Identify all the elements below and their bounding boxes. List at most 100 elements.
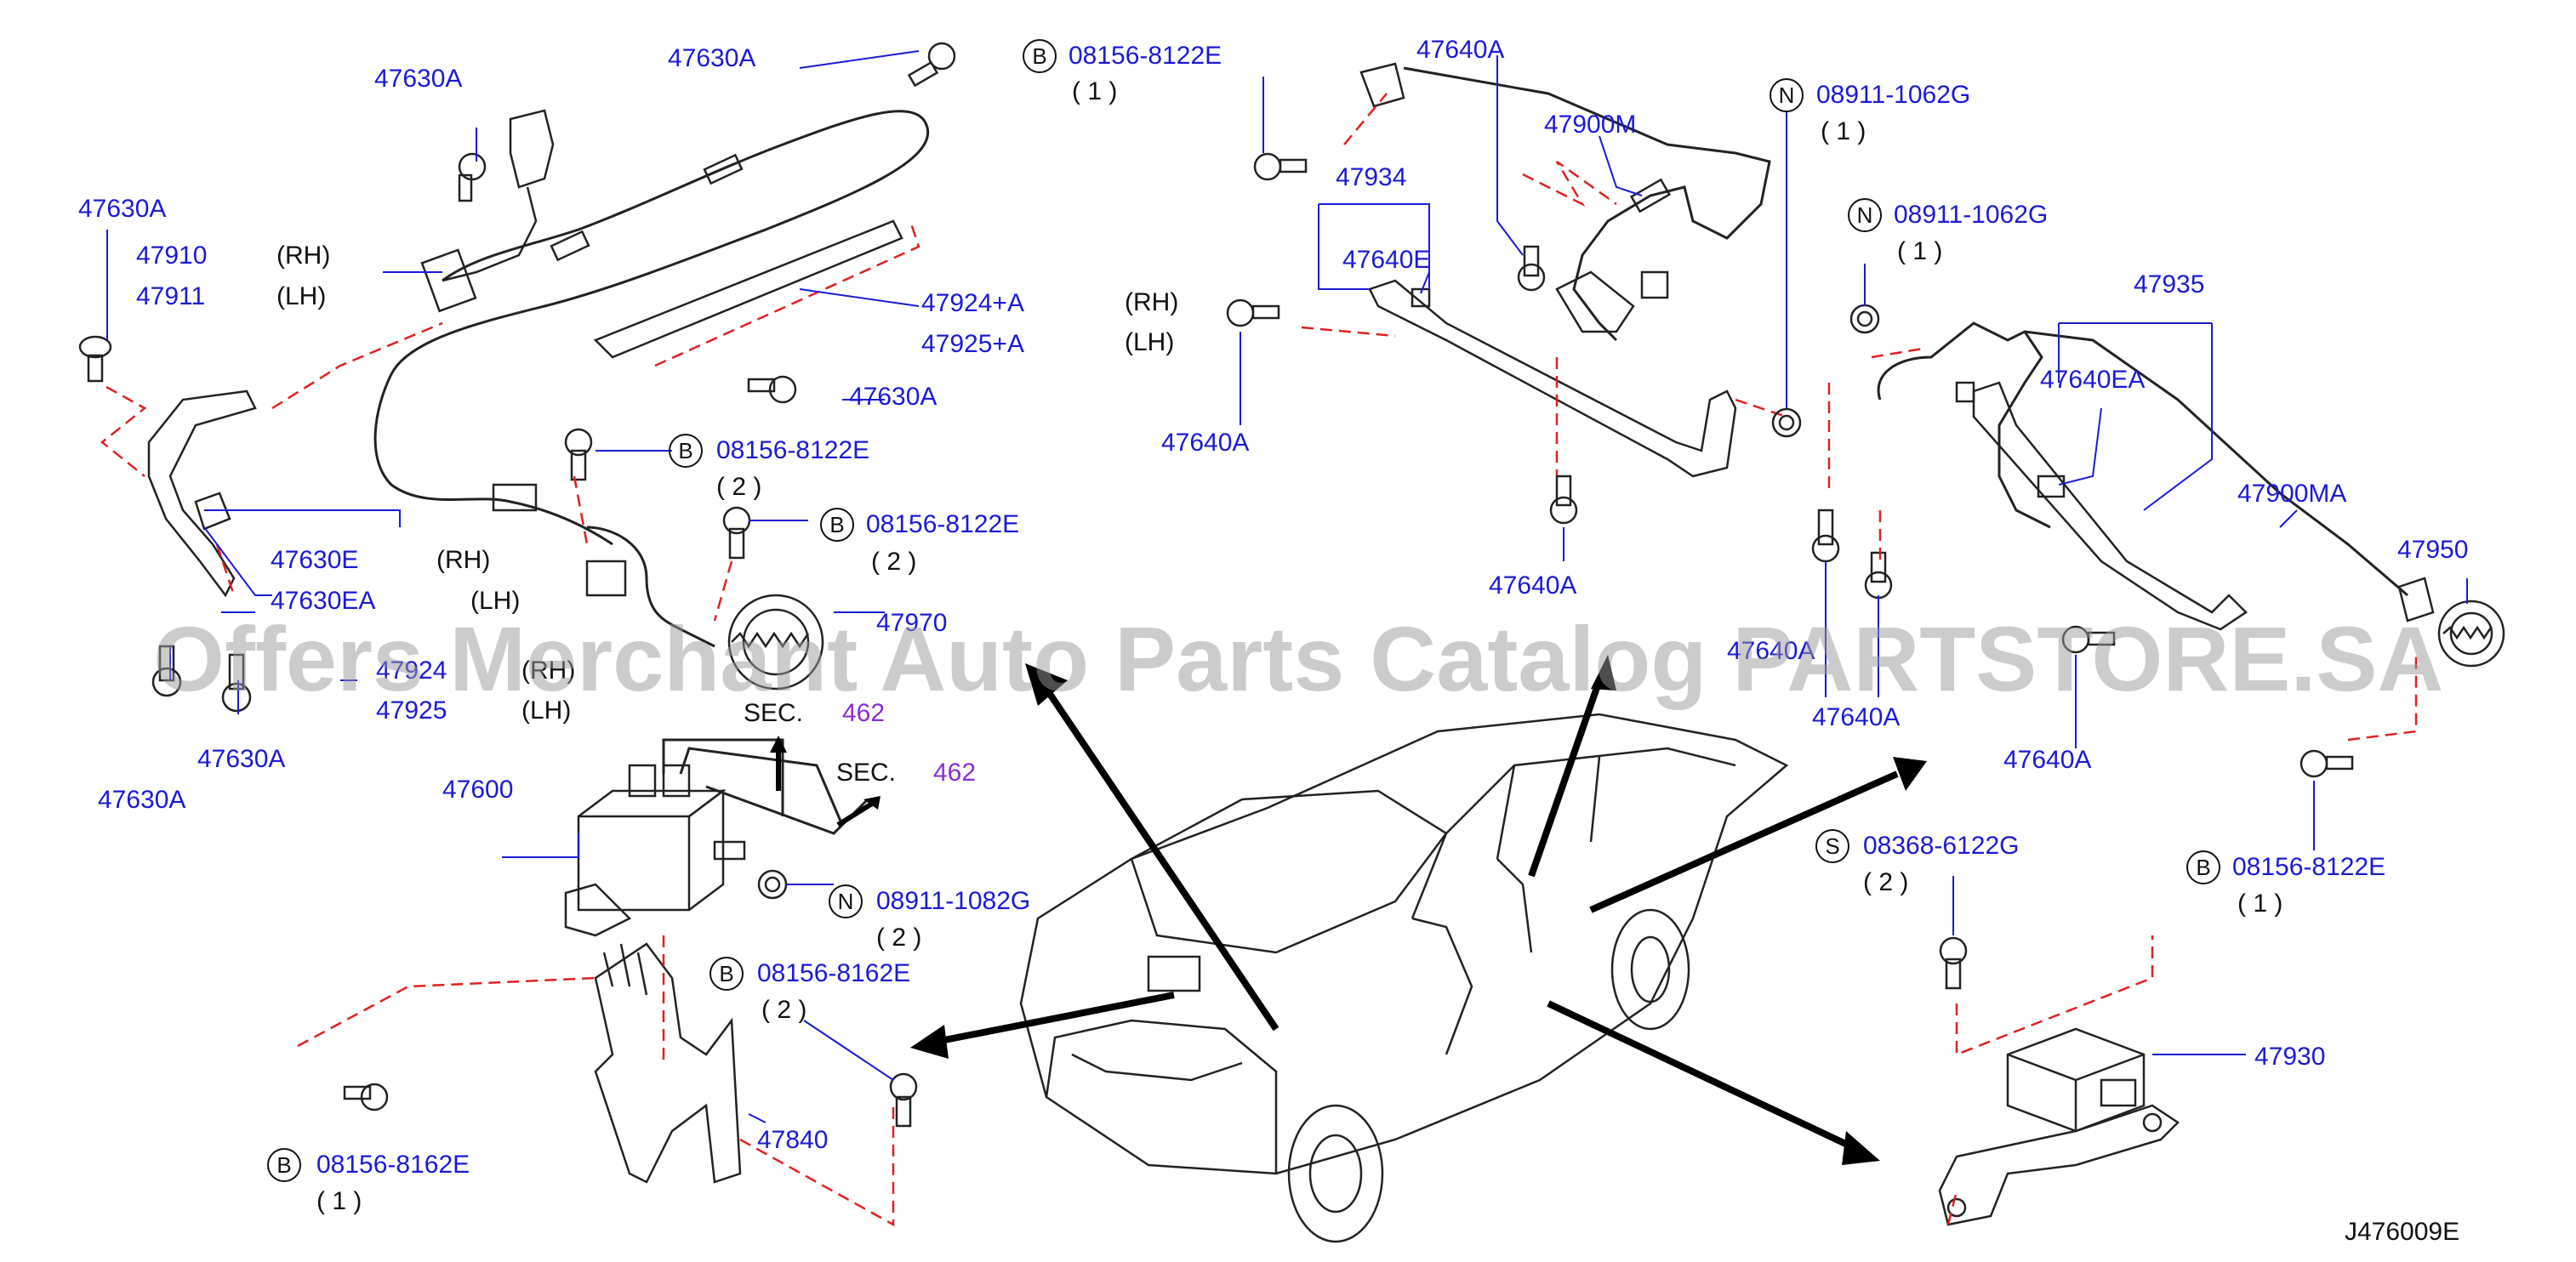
label-rh: (RH) bbox=[1125, 288, 1178, 316]
callout-quantity: ( 1 ) bbox=[1821, 117, 1866, 145]
label-47640A: 47640A bbox=[2003, 746, 2091, 774]
label-lh: (LH) bbox=[1125, 328, 1174, 356]
label-47640EA: 47640EA bbox=[2040, 366, 2145, 394]
label-47924: 47924 bbox=[376, 657, 447, 685]
bolt-icon bbox=[1549, 475, 1578, 525]
bolt-icon bbox=[2061, 625, 2116, 654]
label-rh: (RH) bbox=[276, 242, 330, 270]
callout-letter: S bbox=[1825, 833, 1839, 859]
nut-icon bbox=[1771, 407, 1802, 438]
sec-label: SEC. bbox=[744, 699, 803, 727]
sec-number: 462 bbox=[842, 699, 885, 727]
label-47630A: 47630A bbox=[78, 195, 166, 223]
callout-quantity: ( 1 ) bbox=[1897, 237, 1942, 265]
callout-letter: B bbox=[829, 512, 844, 537]
fastener-callouts: B 08156-8122E ( 1 ) B 08156-8122E ( 2 ) … bbox=[267, 39, 2385, 1215]
bolt-icon bbox=[2300, 749, 2354, 778]
callout-quantity: ( 1 ) bbox=[1072, 77, 1117, 105]
g-sensor-group bbox=[1938, 876, 2246, 1226]
bolt-icon bbox=[1517, 245, 1546, 292]
callout-letter: B bbox=[719, 961, 733, 986]
label-47630E: 47630E bbox=[271, 546, 358, 574]
diagram-id: J476009E bbox=[2345, 1218, 2459, 1246]
label-47900M: 47900M bbox=[1544, 111, 1636, 139]
label-47911: 47911 bbox=[136, 282, 205, 310]
label-47640A: 47640A bbox=[1812, 703, 1900, 731]
nut-icon bbox=[757, 869, 788, 900]
bolt-icon bbox=[458, 152, 487, 202]
bolt-icon bbox=[151, 645, 182, 697]
callout-quantity: ( 2 ) bbox=[871, 548, 916, 576]
rear-sensor-wire-rh bbox=[1403, 66, 1771, 342]
indicator-arrows bbox=[910, 655, 1927, 1165]
callout-part-number: 08156-8162E bbox=[316, 1151, 470, 1179]
callout-letter: N bbox=[1779, 82, 1795, 108]
sec-number: 462 bbox=[933, 759, 976, 787]
callout-letter: B bbox=[276, 1152, 291, 1178]
bolt-icon bbox=[78, 335, 112, 383]
callout-part-number: 08911-1082G bbox=[876, 887, 1030, 915]
part-labels: 47630A 47630A 47630A 47910 (RH) 47911 (L… bbox=[78, 36, 2468, 1154]
bolt-icon bbox=[1811, 509, 1840, 563]
label-lh: (LH) bbox=[470, 587, 520, 615]
sec-arrow-right bbox=[836, 801, 874, 827]
label-rh: (RH) bbox=[436, 546, 490, 574]
callout-letter: B bbox=[1032, 43, 1046, 69]
bolt-icon bbox=[889, 1072, 918, 1128]
label-47600: 47600 bbox=[442, 776, 513, 804]
vehicle-outline bbox=[1019, 713, 1789, 1243]
label-47640A: 47640A bbox=[1727, 637, 1815, 665]
callout-letter: B bbox=[2196, 855, 2210, 880]
label-rh: (RH) bbox=[521, 657, 575, 685]
nut-icon bbox=[1849, 304, 1880, 334]
label-47640A: 47640A bbox=[1489, 571, 1576, 600]
front-sensor-wire-rh bbox=[373, 110, 930, 546]
abs-actuator bbox=[564, 764, 746, 937]
bolt-icon bbox=[747, 375, 797, 404]
front-sensor-bracket-lh bbox=[147, 389, 257, 598]
callout-part-number: 08911-1062G bbox=[1894, 201, 2048, 229]
label-47950: 47950 bbox=[2397, 536, 2468, 564]
rear-sensor-group bbox=[1226, 55, 1802, 561]
front-sensor-lh bbox=[194, 492, 231, 531]
label-47924A: 47924+A bbox=[921, 289, 1024, 317]
rear-sensor-wire-lh bbox=[1877, 321, 2051, 529]
section-references: SEC. 462 SEC. 462 bbox=[744, 699, 976, 787]
front-sensor-group bbox=[78, 42, 956, 714]
label-47970: 47970 bbox=[876, 609, 947, 637]
label-47630A: 47630A bbox=[668, 44, 755, 72]
callout-part-number: 08911-1062G bbox=[1816, 81, 1970, 109]
bolt-icon bbox=[343, 1083, 389, 1111]
label-47935: 47935 bbox=[2134, 270, 2204, 298]
callout-part-number: 08156-8122E bbox=[2232, 853, 2385, 881]
front-sensor-wire-lh bbox=[586, 526, 715, 648]
callout-part-number: 08156-8122E bbox=[866, 510, 1019, 538]
bolt-icon bbox=[907, 42, 956, 88]
sec-label: SEC. bbox=[836, 759, 896, 787]
callout-part-number: 08368-6122G bbox=[1863, 832, 2020, 860]
bolt-icon bbox=[722, 506, 751, 560]
label-lh: (LH) bbox=[276, 282, 326, 310]
label-47900MA: 47900MA bbox=[2237, 480, 2346, 508]
tone-ring-rear bbox=[2437, 600, 2505, 668]
tone-ring-front bbox=[727, 594, 824, 691]
label-47910: 47910 bbox=[136, 242, 207, 270]
label-47630EA: 47630EA bbox=[271, 587, 375, 615]
bolt-icon bbox=[221, 653, 252, 713]
label-lh: (LH) bbox=[521, 696, 571, 725]
callout-quantity: ( 2 ) bbox=[761, 996, 806, 1024]
bolt-icon bbox=[1939, 936, 1968, 990]
callout-quantity: ( 2 ) bbox=[876, 924, 921, 952]
callout-part-number: 08156-8122E bbox=[716, 436, 869, 464]
label-47925: 47925 bbox=[376, 696, 447, 725]
label-47640A: 47640A bbox=[1161, 429, 1249, 457]
callout-letter: N bbox=[1857, 202, 1873, 228]
label-47934: 47934 bbox=[1336, 163, 1406, 191]
front-sensor-rh bbox=[509, 109, 555, 189]
g-sensor bbox=[2006, 1027, 2146, 1133]
callout-part-number: 08156-8162E bbox=[757, 959, 910, 987]
bolt-icon bbox=[1253, 152, 1308, 181]
rear-sensor-bracket-lh bbox=[1972, 381, 2248, 631]
callout-letter: B bbox=[678, 438, 692, 463]
